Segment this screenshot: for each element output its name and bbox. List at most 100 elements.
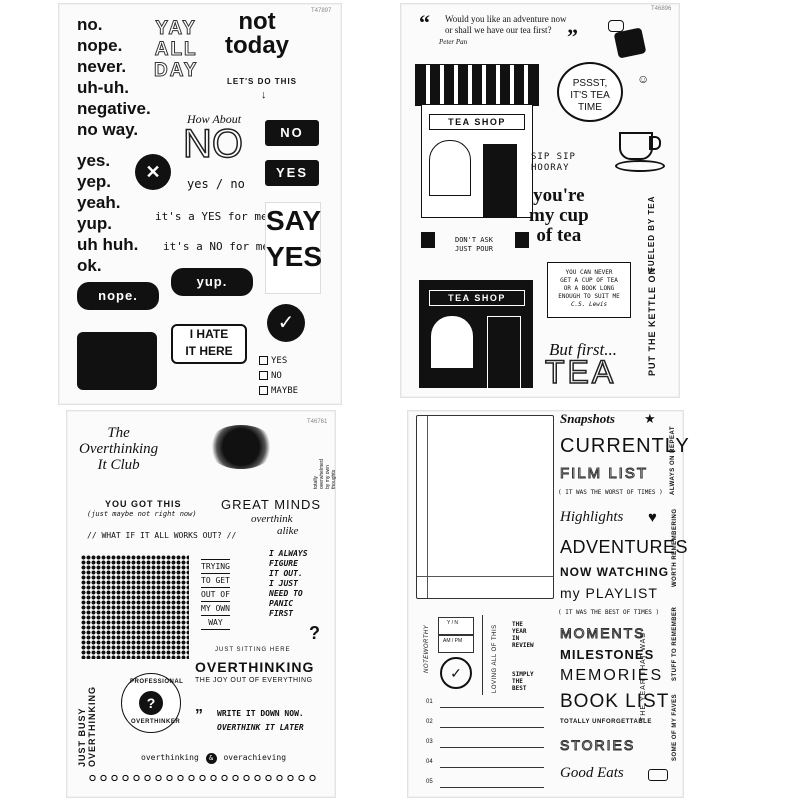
how-about-stamp: How About bbox=[187, 112, 242, 126]
i-hate-it-here-stamp: I HATE IT HERE bbox=[171, 324, 247, 364]
now-watching-stamp: NOW WATCHING bbox=[560, 565, 670, 579]
yes-no-stamp: yes / no bbox=[187, 177, 245, 191]
no-checkbox-stamp: NO bbox=[259, 371, 282, 381]
trying-line: MY OWN bbox=[201, 602, 230, 616]
trying-line: OUT OF bbox=[201, 588, 230, 602]
yes-word: yep. bbox=[77, 172, 112, 191]
youre-line: you're bbox=[533, 185, 585, 206]
but-first-stamp: But first... bbox=[549, 340, 618, 359]
joy-out-stamp: THE JOY OUT OF EVERYTHING bbox=[195, 677, 313, 684]
no-words-stamp: no. nope. never. uh-uh. negative. no way… bbox=[77, 14, 151, 140]
quote-line: YOU CAN NEVER bbox=[565, 269, 613, 276]
club-line: The bbox=[107, 425, 130, 441]
book-list-stamp: BOOK LIST bbox=[560, 691, 670, 712]
checkbox-icon bbox=[259, 356, 268, 365]
halftone-dots-block bbox=[81, 555, 189, 659]
sip-line: SIP SIP bbox=[531, 152, 576, 162]
yes-word: yes. bbox=[77, 151, 111, 170]
quote-line: Would you like an adventure now bbox=[445, 14, 567, 24]
yay-all-day-stamp: YAY ALL DAY bbox=[153, 18, 198, 82]
list-number: 05 bbox=[426, 779, 433, 785]
quote-line: GET A CUP OF TEA bbox=[560, 277, 618, 284]
overthink-later-stamp: OVERTHINK IT LATER bbox=[217, 723, 304, 732]
divider-line bbox=[482, 615, 483, 695]
quote-marks-icon: ” bbox=[195, 707, 203, 724]
you-got-this-stamp: YOU GOT THIS bbox=[105, 499, 182, 509]
blank-speech-bubble bbox=[77, 332, 157, 390]
milestones-stamp: MILESTONES bbox=[560, 647, 655, 662]
sip-sip-hooray-stamp: SIP SIP HOORAY bbox=[531, 152, 576, 174]
overthink-stamp: overthink bbox=[251, 513, 293, 525]
pssst-line: TIME bbox=[578, 102, 602, 113]
checkbox-icon bbox=[259, 371, 268, 380]
memories-stamp: MEMORIES bbox=[560, 667, 664, 684]
pssst-tea-time-bubble: PSSST, IT'S TEA TIME bbox=[557, 62, 623, 122]
y-n-label: Y / N bbox=[447, 620, 459, 626]
simply-the-best-stamp: SIMPLY THE BEST bbox=[512, 671, 534, 692]
product-code: T47897 bbox=[311, 8, 332, 14]
yes-label-stamp: YES bbox=[265, 160, 319, 186]
loop-border-icon bbox=[87, 771, 319, 781]
youre-line: my cup bbox=[529, 205, 589, 226]
yes-word: uh huh. bbox=[77, 235, 139, 254]
yes-words-stamp: yes. yep. yeah. yup. uh huh. ok. bbox=[77, 150, 138, 276]
checklist-label: YES bbox=[271, 356, 288, 366]
yup-speech-bubble: yup. bbox=[171, 268, 253, 296]
overthinking-club-stamp: The Overthinking It Club bbox=[79, 425, 158, 473]
always-on-repeat-stamp: ALWAYS ON REPEAT bbox=[670, 425, 676, 495]
quote-line: ENOUGH TO SUIT ME bbox=[558, 293, 620, 300]
year-in-review-stamp: THE YEAR IN REVIEW bbox=[512, 621, 534, 649]
no-word: never. bbox=[77, 57, 127, 76]
stamp-sheet-tea: T46896 “ Would you like an adventure now… bbox=[400, 3, 680, 398]
overthinking-overachieving-stamp: overthinking & overachieving bbox=[141, 753, 286, 764]
yes-checkbox-stamp: YES bbox=[259, 356, 287, 366]
maybe-checkbox-stamp: MAYBE bbox=[259, 386, 298, 396]
list-number: 04 bbox=[426, 759, 433, 765]
fueled-by-tea-stamp: FUELED BY TEA bbox=[647, 195, 656, 272]
busy-line: JUST BUSY bbox=[77, 707, 87, 767]
am-pm-label: AM / PM bbox=[443, 638, 463, 644]
tea-shop-building-1: TEA SHOP bbox=[415, 64, 539, 218]
quote-open-icon: “ bbox=[419, 10, 430, 35]
today-word: today bbox=[225, 32, 290, 59]
club-line: It Club bbox=[97, 457, 140, 473]
list-number: 01 bbox=[426, 699, 433, 705]
star-icon: ★ bbox=[644, 411, 656, 426]
pssst-line: IT'S TEA bbox=[570, 90, 610, 101]
close-circle-icon: ✕ bbox=[135, 154, 171, 190]
teapot-icon bbox=[606, 18, 648, 59]
stuff-to-remember-stamp: STUFF TO REMEMBER bbox=[672, 606, 678, 681]
totally-unforgettable-stamp: TOTALLY UNFORGETTABLE bbox=[560, 719, 652, 725]
review-line: IN bbox=[512, 635, 520, 642]
club-line: Overthinking bbox=[79, 441, 159, 457]
dont-ask-line: JUST POUR bbox=[455, 245, 493, 253]
ampersand-badge: & bbox=[205, 753, 217, 764]
ticket-icon bbox=[648, 769, 668, 781]
check-circle-icon: ✓ bbox=[440, 657, 472, 689]
overthinking-stamp: OVERTHINKING bbox=[195, 659, 315, 675]
worst-of-times-stamp: ( IT WAS THE WORST OF TIMES ) bbox=[558, 489, 663, 496]
stamp-sheet-overthinking: T46761 The Overthinking It Club totally … bbox=[66, 410, 337, 798]
checklist-label: MAYBE bbox=[271, 386, 299, 396]
tea-big-stamp: TEA bbox=[544, 353, 617, 391]
say-word: SAY bbox=[266, 205, 322, 236]
best-line: SIMPLY bbox=[512, 671, 534, 678]
overachieving-word: overachieving bbox=[223, 753, 287, 762]
i-hate-line: I HATE bbox=[189, 327, 229, 341]
stamp-sheet-yes-no: T47897 no. nope. never. uh-uh. negative.… bbox=[58, 3, 342, 405]
quote-author: C.S. Lewis bbox=[570, 301, 608, 308]
lets-do-this-stamp: LET'S DO THIS bbox=[227, 77, 298, 86]
tea-shop-sign: TEA SHOP bbox=[429, 114, 525, 130]
tea-shop-sign: TEA SHOP bbox=[429, 290, 525, 306]
pssst-line: PSSST, bbox=[572, 78, 608, 89]
product-code: T46761 bbox=[307, 419, 328, 425]
cs-lewis-quote-stamp: YOU CAN NEVER GET A CUP OF TEA OR A BOOK… bbox=[547, 262, 631, 318]
maybe-not-stamp: (just maybe not right now) bbox=[87, 510, 197, 518]
yay-word: YAY bbox=[155, 18, 197, 40]
overwhelm-line: thoughts bbox=[331, 469, 337, 489]
figure-line: FIRST bbox=[269, 609, 294, 618]
no-for-me-stamp: it's a NO for me bbox=[163, 240, 269, 253]
numbered-list-stamp: 01 02 03 04 05 bbox=[422, 699, 546, 789]
best-line: BEST bbox=[512, 685, 527, 692]
just-sitting-here-stamp: JUST SITTING HERE bbox=[215, 647, 291, 653]
